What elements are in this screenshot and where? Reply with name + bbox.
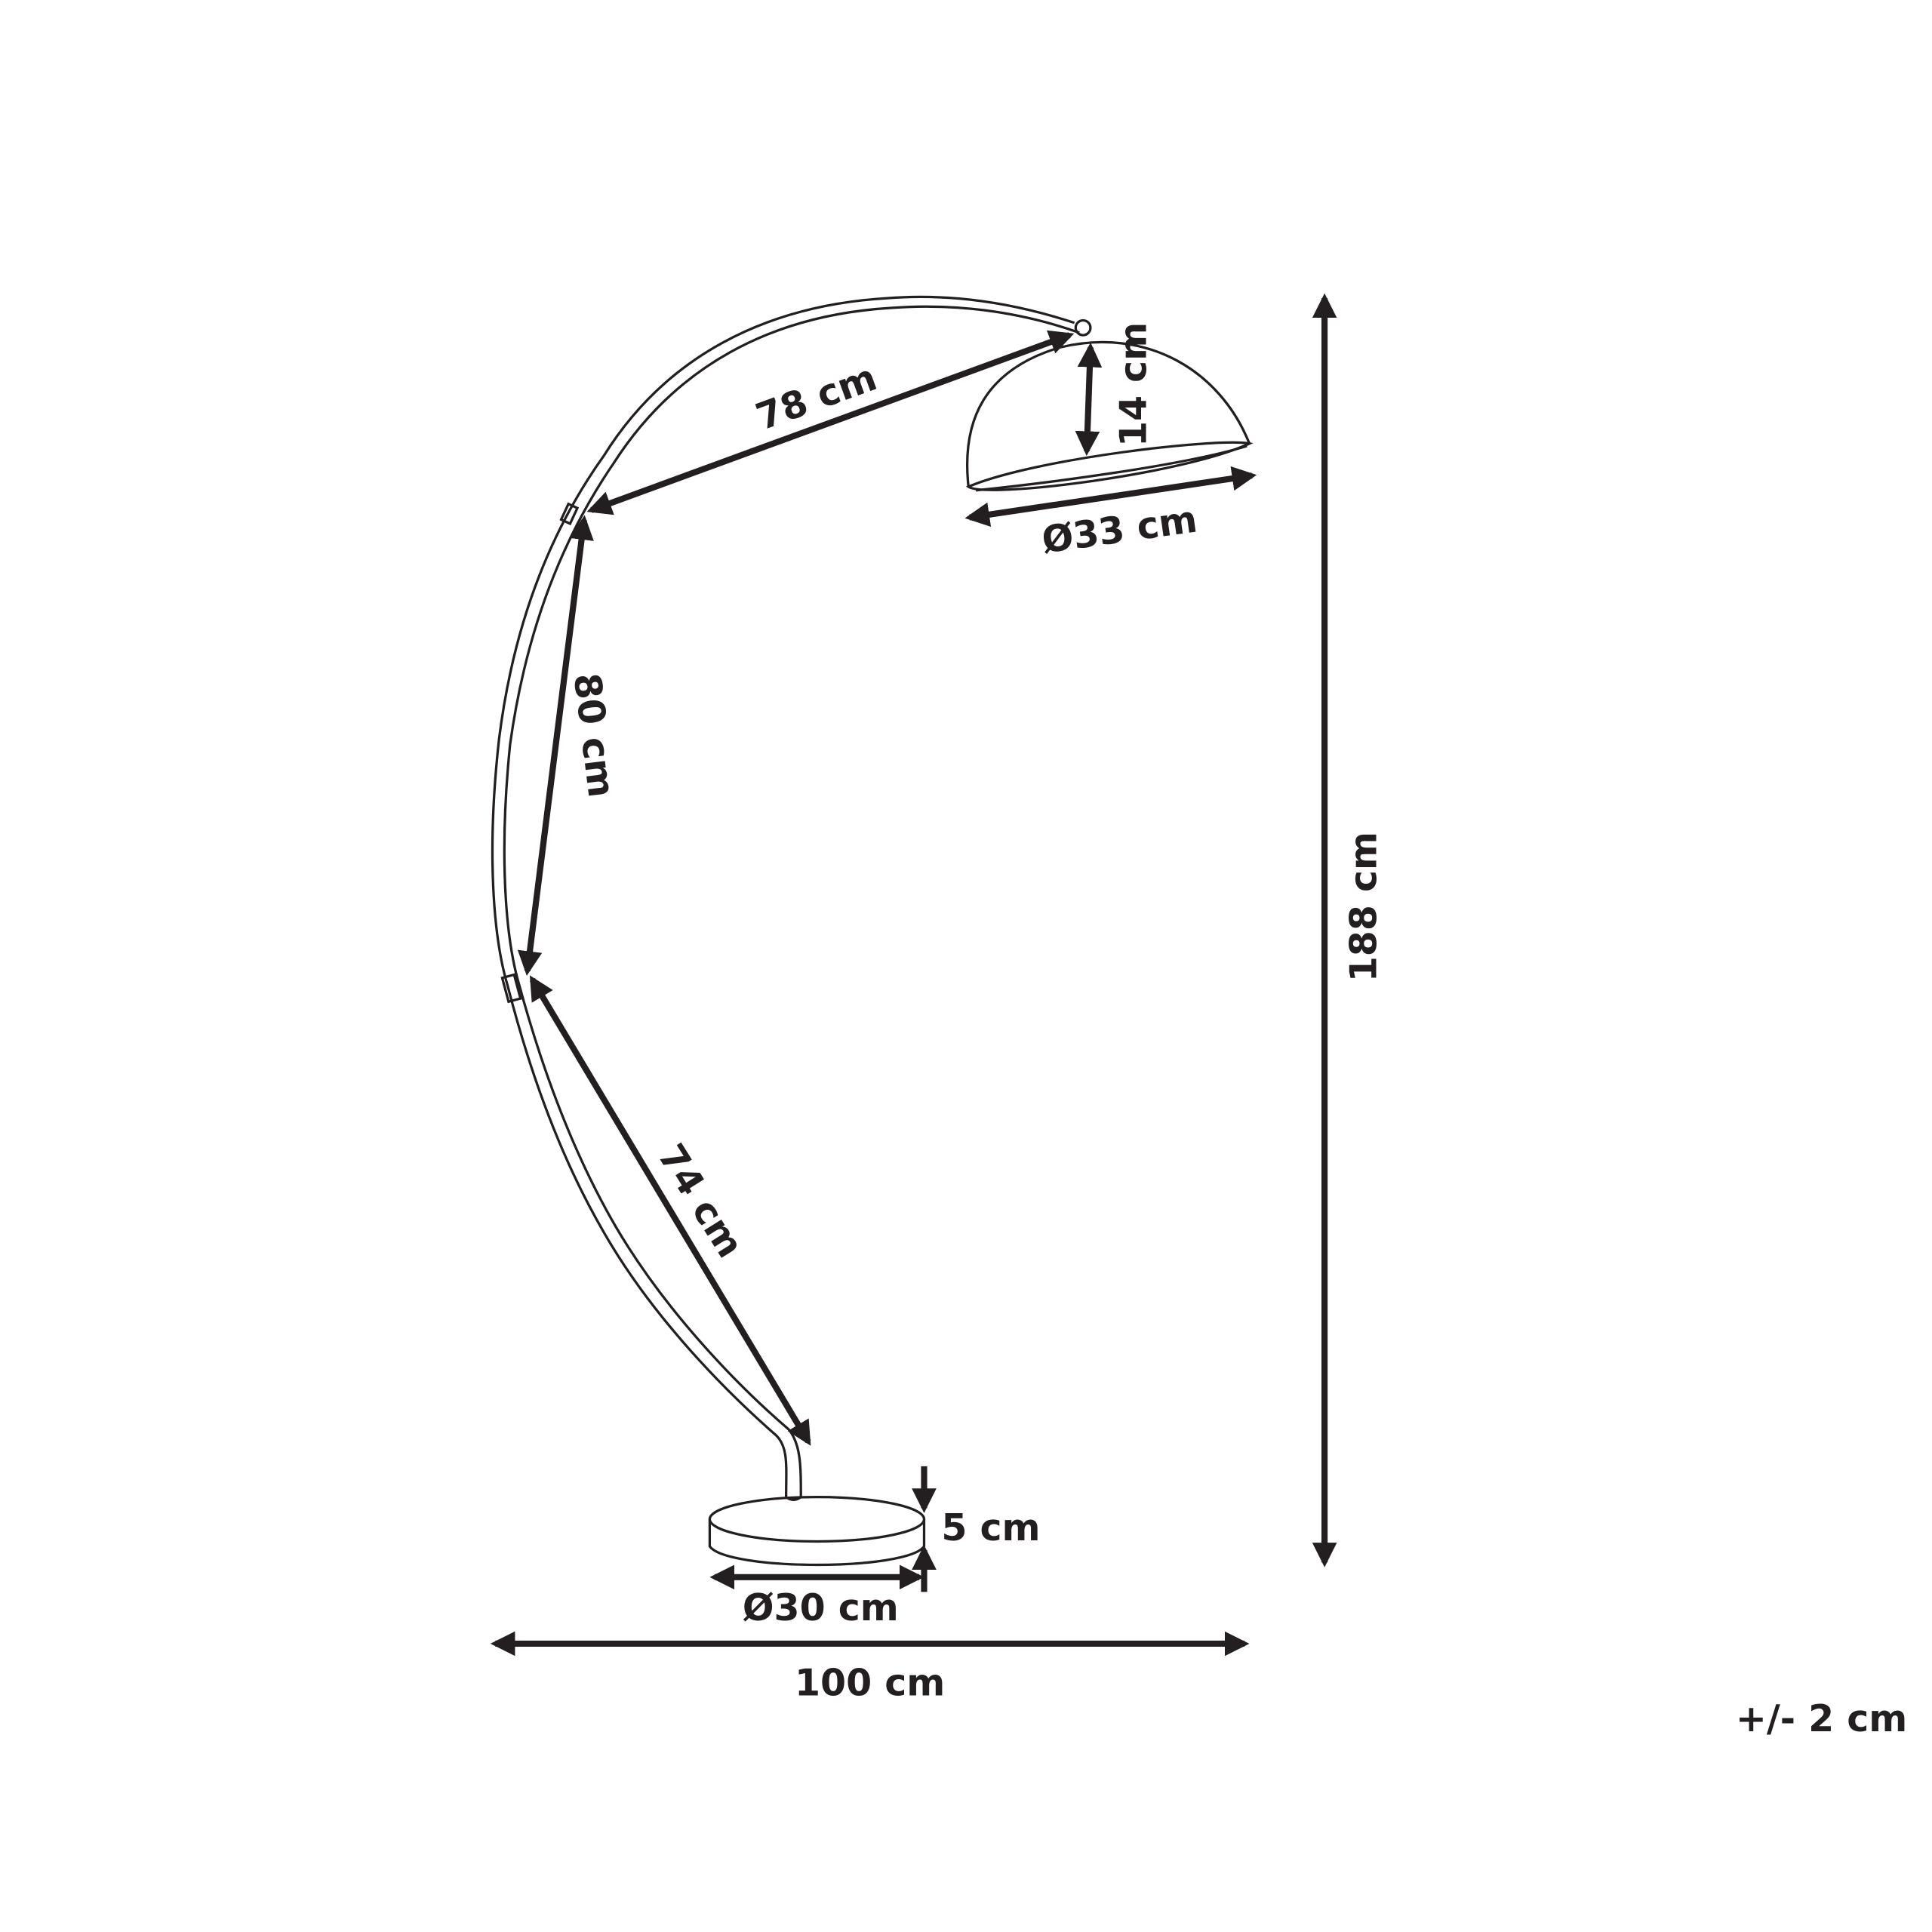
lamp-stem-foot bbox=[785, 1496, 802, 1501]
label-tolerance: +/- 2 cm bbox=[1736, 1697, 1907, 1740]
arrow-arm-upper bbox=[586, 330, 1075, 515]
arrow-shade-height bbox=[1075, 342, 1103, 457]
lamp-shade-dome bbox=[965, 340, 1251, 488]
shade-pivot bbox=[1074, 318, 1092, 337]
lamp-drawing bbox=[491, 295, 1254, 1567]
lamp-base-top bbox=[708, 1496, 926, 1543]
label-total-width: 100 cm bbox=[795, 1662, 945, 1705]
arrow-arm-lower bbox=[529, 975, 811, 1446]
arrow-shade-diameter bbox=[964, 466, 1257, 528]
lamp-arc-outer bbox=[491, 295, 1075, 1497]
arrow-arm-middle bbox=[517, 515, 594, 977]
label-shade-diameter: Ø33 cm bbox=[1039, 497, 1200, 561]
lamp-arc-inner bbox=[503, 305, 1080, 1497]
dimension-labels: 78 cm 80 cm 74 cm 14 cm Ø33 cm 188 cm 5 … bbox=[565, 322, 1908, 1740]
arm-joint-lower bbox=[500, 973, 522, 1004]
label-shade-height: 14 cm bbox=[1112, 322, 1155, 447]
dimension-arrows bbox=[490, 293, 1337, 1657]
label-base-height: 5 cm bbox=[941, 1506, 1040, 1549]
arm-joint-upper bbox=[559, 502, 580, 526]
label-base-diameter: Ø30 cm bbox=[743, 1586, 899, 1629]
label-arm-middle: 80 cm bbox=[565, 671, 623, 800]
label-total-height: 188 cm bbox=[1343, 832, 1386, 982]
